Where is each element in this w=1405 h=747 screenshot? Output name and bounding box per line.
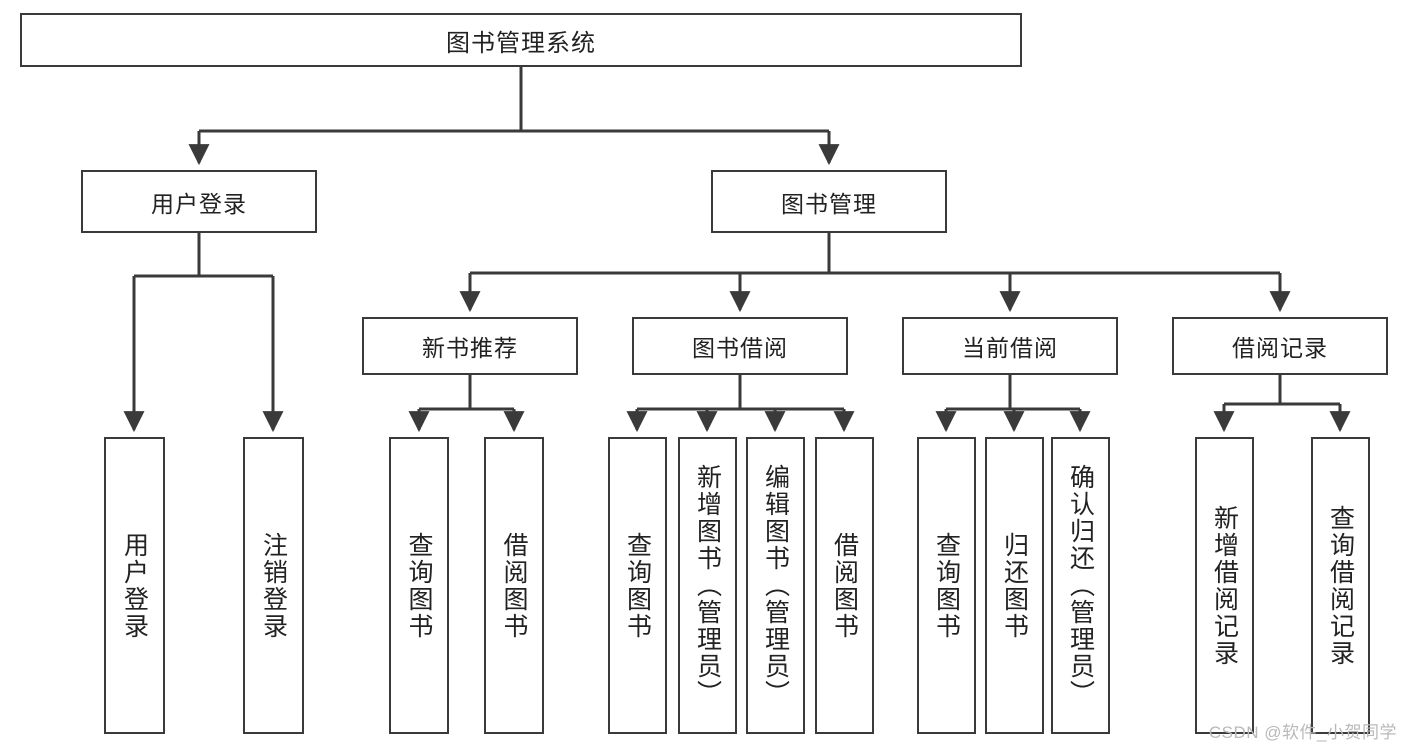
leaf-edit-book-admin-label: 编辑图书（管理员） <box>761 464 790 707</box>
leaf-add-book-admin-label: 新增图书（管理员） <box>693 464 722 707</box>
leaf-user-login[interactable]: 用户登录 <box>104 437 165 734</box>
leaf-new-book-borrow-label: 借阅图书 <box>500 531 528 640</box>
leaf-query-borrow-record[interactable]: 查询借阅记录 <box>1311 437 1370 734</box>
leaf-add-borrow-record[interactable]: 新增借阅记录 <box>1195 437 1254 734</box>
leaf-borrow-book[interactable]: 借阅图书 <box>815 437 874 734</box>
node-borrow-record[interactable]: 借阅记录 <box>1172 317 1388 375</box>
node-user-login-label: 用户登录 <box>151 190 247 217</box>
leaf-add-borrow-record-label: 新增借阅记录 <box>1210 504 1239 667</box>
node-root[interactable]: 图书管理系统 <box>20 13 1022 67</box>
node-new-book-recommend-label: 新书推荐 <box>422 335 518 361</box>
node-book-manage-label: 图书管理 <box>781 190 877 217</box>
node-book-borrow[interactable]: 图书借阅 <box>632 317 848 375</box>
leaf-borrow-query-book-label: 查询图书 <box>623 531 652 640</box>
node-borrow-record-label: 借阅记录 <box>1232 335 1328 361</box>
leaf-new-book-query-label: 查询图书 <box>405 531 433 640</box>
node-current-borrow-label: 当前借阅 <box>962 335 1058 361</box>
leaf-borrow-query-book[interactable]: 查询图书 <box>608 437 667 734</box>
leaf-confirm-return-admin-label: 确认归还（管理员） <box>1066 464 1095 707</box>
leaf-current-query-book[interactable]: 查询图书 <box>917 437 976 734</box>
leaf-new-book-borrow[interactable]: 借阅图书 <box>484 437 544 734</box>
leaf-user-logout[interactable]: 注销登录 <box>243 437 304 734</box>
node-new-book-recommend[interactable]: 新书推荐 <box>362 317 578 375</box>
node-book-manage[interactable]: 图书管理 <box>711 170 947 233</box>
leaf-current-query-book-label: 查询图书 <box>932 531 961 640</box>
leaf-return-book-label: 归还图书 <box>1000 531 1029 640</box>
leaf-user-login-label: 用户登录 <box>120 531 149 640</box>
leaf-user-logout-label: 注销登录 <box>259 531 288 640</box>
node-root-label: 图书管理系统 <box>446 29 596 57</box>
leaf-add-book-admin[interactable]: 新增图书（管理员） <box>678 437 737 734</box>
node-book-borrow-label: 图书借阅 <box>692 335 788 361</box>
leaf-query-borrow-record-label: 查询借阅记录 <box>1326 504 1355 667</box>
leaf-borrow-book-label: 借阅图书 <box>830 531 859 640</box>
leaf-return-book[interactable]: 归还图书 <box>985 437 1044 734</box>
leaf-edit-book-admin[interactable]: 编辑图书（管理员） <box>746 437 805 734</box>
node-user-login[interactable]: 用户登录 <box>81 170 317 233</box>
node-current-borrow[interactable]: 当前借阅 <box>902 317 1118 375</box>
leaf-confirm-return-admin[interactable]: 确认归还（管理员） <box>1051 437 1110 734</box>
csdn-watermark: CSDN @软件_小贺同学 <box>1208 723 1397 742</box>
leaf-new-book-query[interactable]: 查询图书 <box>389 437 449 734</box>
